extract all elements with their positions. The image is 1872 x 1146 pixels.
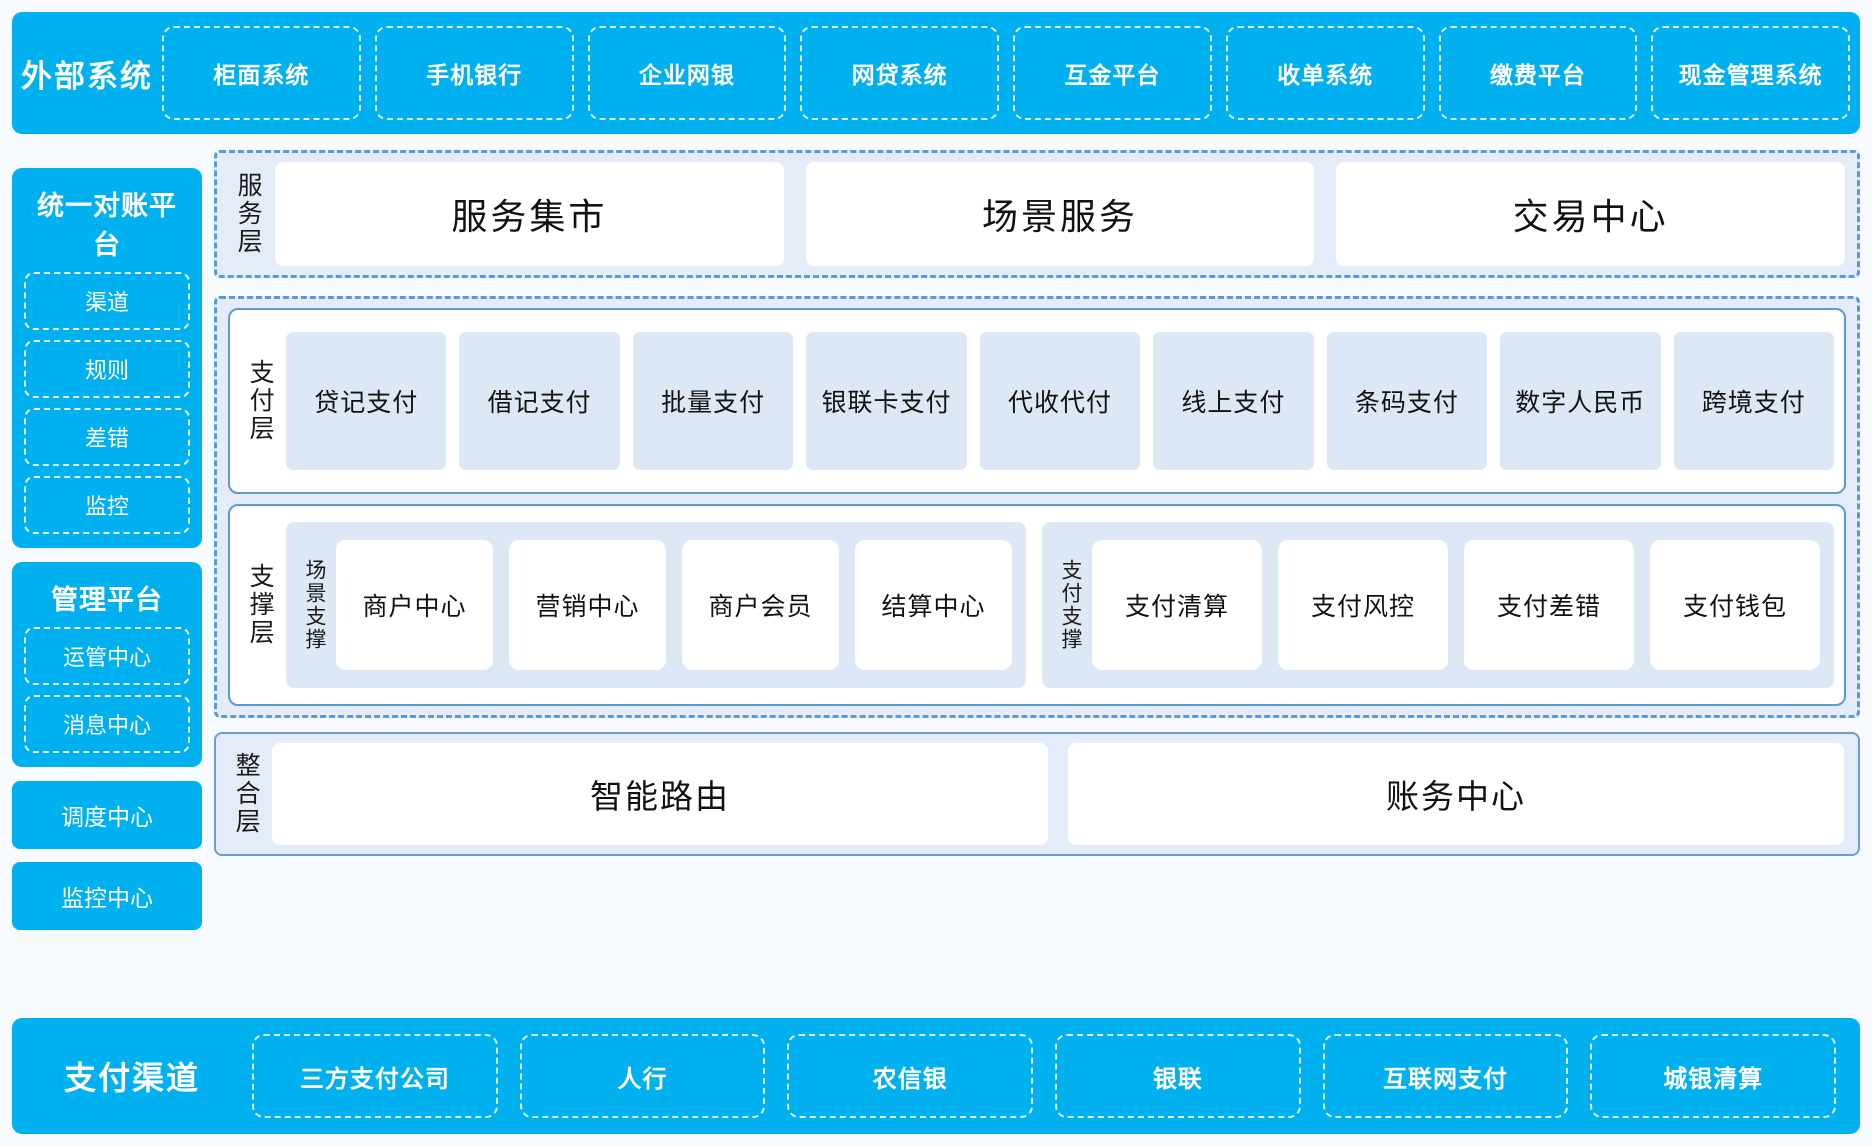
payment-tile-unionpay-card[interactable]: 银联卡支付 xyxy=(806,332,967,470)
support-card-marketing-center[interactable]: 营销中心 xyxy=(508,540,666,670)
support-card-merchant-center[interactable]: 商户中心 xyxy=(336,540,493,670)
sidebar-item-channel[interactable]: 渠道 xyxy=(24,272,190,330)
support-group-payment-label: 支付支撑 xyxy=(1058,559,1082,651)
payment-tile-collection-disbursement[interactable]: 代收代付 xyxy=(979,332,1141,470)
support-layer-panel: 支撑层 场景支撑 商户中心 营销中心 商户会员 结算中心 支付支撑 xyxy=(228,504,1846,706)
support-card-payment-wallet[interactable]: 支付钱包 xyxy=(1650,540,1821,670)
sidebar-item-monitoring-center[interactable]: 监控中心 xyxy=(12,862,202,930)
sidebar-card-management-title: 管理平台 xyxy=(51,585,163,615)
payment-channel-chip-rural-credit[interactable]: 农信银 xyxy=(787,1034,1034,1118)
payment-support-container: 支付层 贷记支付 借记支付 批量支付 银联卡支付 代收代付 线上支付 条码支付 … xyxy=(214,296,1860,718)
support-card-merchant-member[interactable]: 商户会员 xyxy=(681,540,839,670)
payment-channel-chip-pboc[interactable]: 人行 xyxy=(519,1034,766,1118)
support-card-payment-error[interactable]: 支付差错 xyxy=(1463,540,1634,670)
payment-channel-chip-city-bank-clearing[interactable]: 城银清算 xyxy=(1590,1034,1837,1118)
external-systems-items: 柜面系统 手机银行 企业网银 网贷系统 互金平台 收单系统 缴费平台 现金管理系… xyxy=(162,12,1860,134)
payment-channels-items: 三方支付公司 人行 农信银 银联 互联网支付 城银清算 xyxy=(252,1018,1860,1134)
sidebar-item-rule[interactable]: 规则 xyxy=(24,340,190,398)
integration-layer-container: 整合层 智能路由 账务中心 xyxy=(214,732,1860,856)
integration-layer-cards: 智能路由 账务中心 xyxy=(272,743,1844,845)
left-sidebar: 统一对账平台 渠道 规则 差错 监控 管理平台 运管中心 消息中心 调度中心 监… xyxy=(12,168,202,943)
payment-tile-batch-payment[interactable]: 批量支付 xyxy=(632,332,794,470)
external-system-chip-corporate-bank[interactable]: 企业网银 xyxy=(587,26,787,120)
sidebar-card-reconciliation-title: 统一对账平台 xyxy=(37,191,177,260)
payment-layer-label: 支付层 xyxy=(246,359,275,443)
service-card-marketplace[interactable]: 服务集市 xyxy=(275,162,784,266)
payment-tile-online-payment[interactable]: 线上支付 xyxy=(1153,332,1314,470)
integration-layer-label: 整合层 xyxy=(232,752,261,836)
service-card-transaction-center[interactable]: 交易中心 xyxy=(1336,162,1846,266)
main-architecture-column: 服务层 服务集市 场景服务 交易中心 支付层 贷记支付 借记支付 批量支付 银联… xyxy=(214,150,1860,1010)
external-system-chip-acquiring[interactable]: 收单系统 xyxy=(1225,26,1425,120)
payment-channels-band: 支付渠道 三方支付公司 人行 农信银 银联 互联网支付 城银清算 xyxy=(12,1018,1860,1134)
external-system-chip-counter[interactable]: 柜面系统 xyxy=(162,26,361,120)
external-system-chip-online-loan[interactable]: 网贷系统 xyxy=(800,26,999,120)
sidebar-card-reconciliation: 统一对账平台 渠道 规则 差错 监控 xyxy=(12,168,202,548)
payment-tile-credit-payment[interactable]: 贷记支付 xyxy=(286,332,447,470)
support-group-payment: 支付支撑 支付清算 支付风控 支付差错 支付钱包 xyxy=(1041,522,1834,688)
sidebar-card-management: 管理平台 运管中心 消息中心 xyxy=(12,562,202,767)
support-group-scenario: 场景支撑 商户中心 营销中心 商户会员 结算中心 xyxy=(286,522,1026,688)
support-card-payment-risk[interactable]: 支付风控 xyxy=(1277,540,1448,670)
external-system-chip-bill-payment[interactable]: 缴费平台 xyxy=(1438,26,1638,120)
service-layer-container: 服务层 服务集市 场景服务 交易中心 xyxy=(214,150,1860,278)
external-system-chip-mobile-bank[interactable]: 手机银行 xyxy=(374,26,574,120)
external-systems-band: 外部系统 柜面系统 手机银行 企业网银 网贷系统 互金平台 收单系统 缴费平台 … xyxy=(12,12,1860,134)
support-group-scenario-cards: 商户中心 营销中心 商户会员 结算中心 xyxy=(336,530,1012,680)
integration-card-accounting-center[interactable]: 账务中心 xyxy=(1068,743,1844,845)
external-system-chip-cash-management[interactable]: 现金管理系统 xyxy=(1651,26,1850,120)
external-system-chip-fintech-platform[interactable]: 互金平台 xyxy=(1013,26,1212,120)
payment-tile-debit-payment[interactable]: 借记支付 xyxy=(459,332,620,470)
support-group-scenario-label: 场景支撑 xyxy=(303,559,327,651)
support-card-settlement-center[interactable]: 结算中心 xyxy=(854,540,1012,670)
payment-layer-tiles: 贷记支付 借记支付 批量支付 银联卡支付 代收代付 线上支付 条码支付 数字人民… xyxy=(286,316,1834,486)
payment-channel-chip-internet-payment[interactable]: 互联网支付 xyxy=(1322,1034,1569,1118)
support-layer-label: 支撑层 xyxy=(246,563,275,647)
payment-tile-digital-rmb[interactable]: 数字人民币 xyxy=(1500,332,1661,470)
service-layer-label: 服务层 xyxy=(234,172,263,256)
sidebar-item-error[interactable]: 差错 xyxy=(24,408,190,466)
payment-channel-chip-third-party[interactable]: 三方支付公司 xyxy=(252,1034,498,1118)
service-card-scenario-service[interactable]: 场景服务 xyxy=(805,162,1315,266)
sidebar-item-message-center[interactable]: 消息中心 xyxy=(24,695,190,753)
sidebar-item-monitor[interactable]: 监控 xyxy=(24,476,190,534)
external-systems-title: 外部系统 xyxy=(21,58,153,94)
support-group-payment-cards: 支付清算 支付风控 支付差错 支付钱包 xyxy=(1091,530,1821,680)
support-layer-groups: 场景支撑 商户中心 营销中心 商户会员 结算中心 支付支撑 支付清算 支付风控 xyxy=(286,514,1834,696)
payment-tile-cross-border[interactable]: 跨境支付 xyxy=(1673,332,1834,470)
service-layer-cards: 服务集市 场景服务 交易中心 xyxy=(275,162,1846,266)
support-card-payment-clearing[interactable]: 支付清算 xyxy=(1091,540,1262,670)
payment-tile-barcode-payment[interactable]: 条码支付 xyxy=(1326,332,1488,470)
integration-card-smart-routing[interactable]: 智能路由 xyxy=(272,743,1048,845)
sidebar-item-scheduling-center[interactable]: 调度中心 xyxy=(12,781,202,849)
payment-channels-title: 支付渠道 xyxy=(63,1060,200,1096)
payment-channel-chip-unionpay[interactable]: 银联 xyxy=(1055,1034,1301,1118)
payment-layer-panel: 支付层 贷记支付 借记支付 批量支付 银联卡支付 代收代付 线上支付 条码支付 … xyxy=(228,308,1846,494)
sidebar-item-operations-center[interactable]: 运管中心 xyxy=(24,627,190,685)
